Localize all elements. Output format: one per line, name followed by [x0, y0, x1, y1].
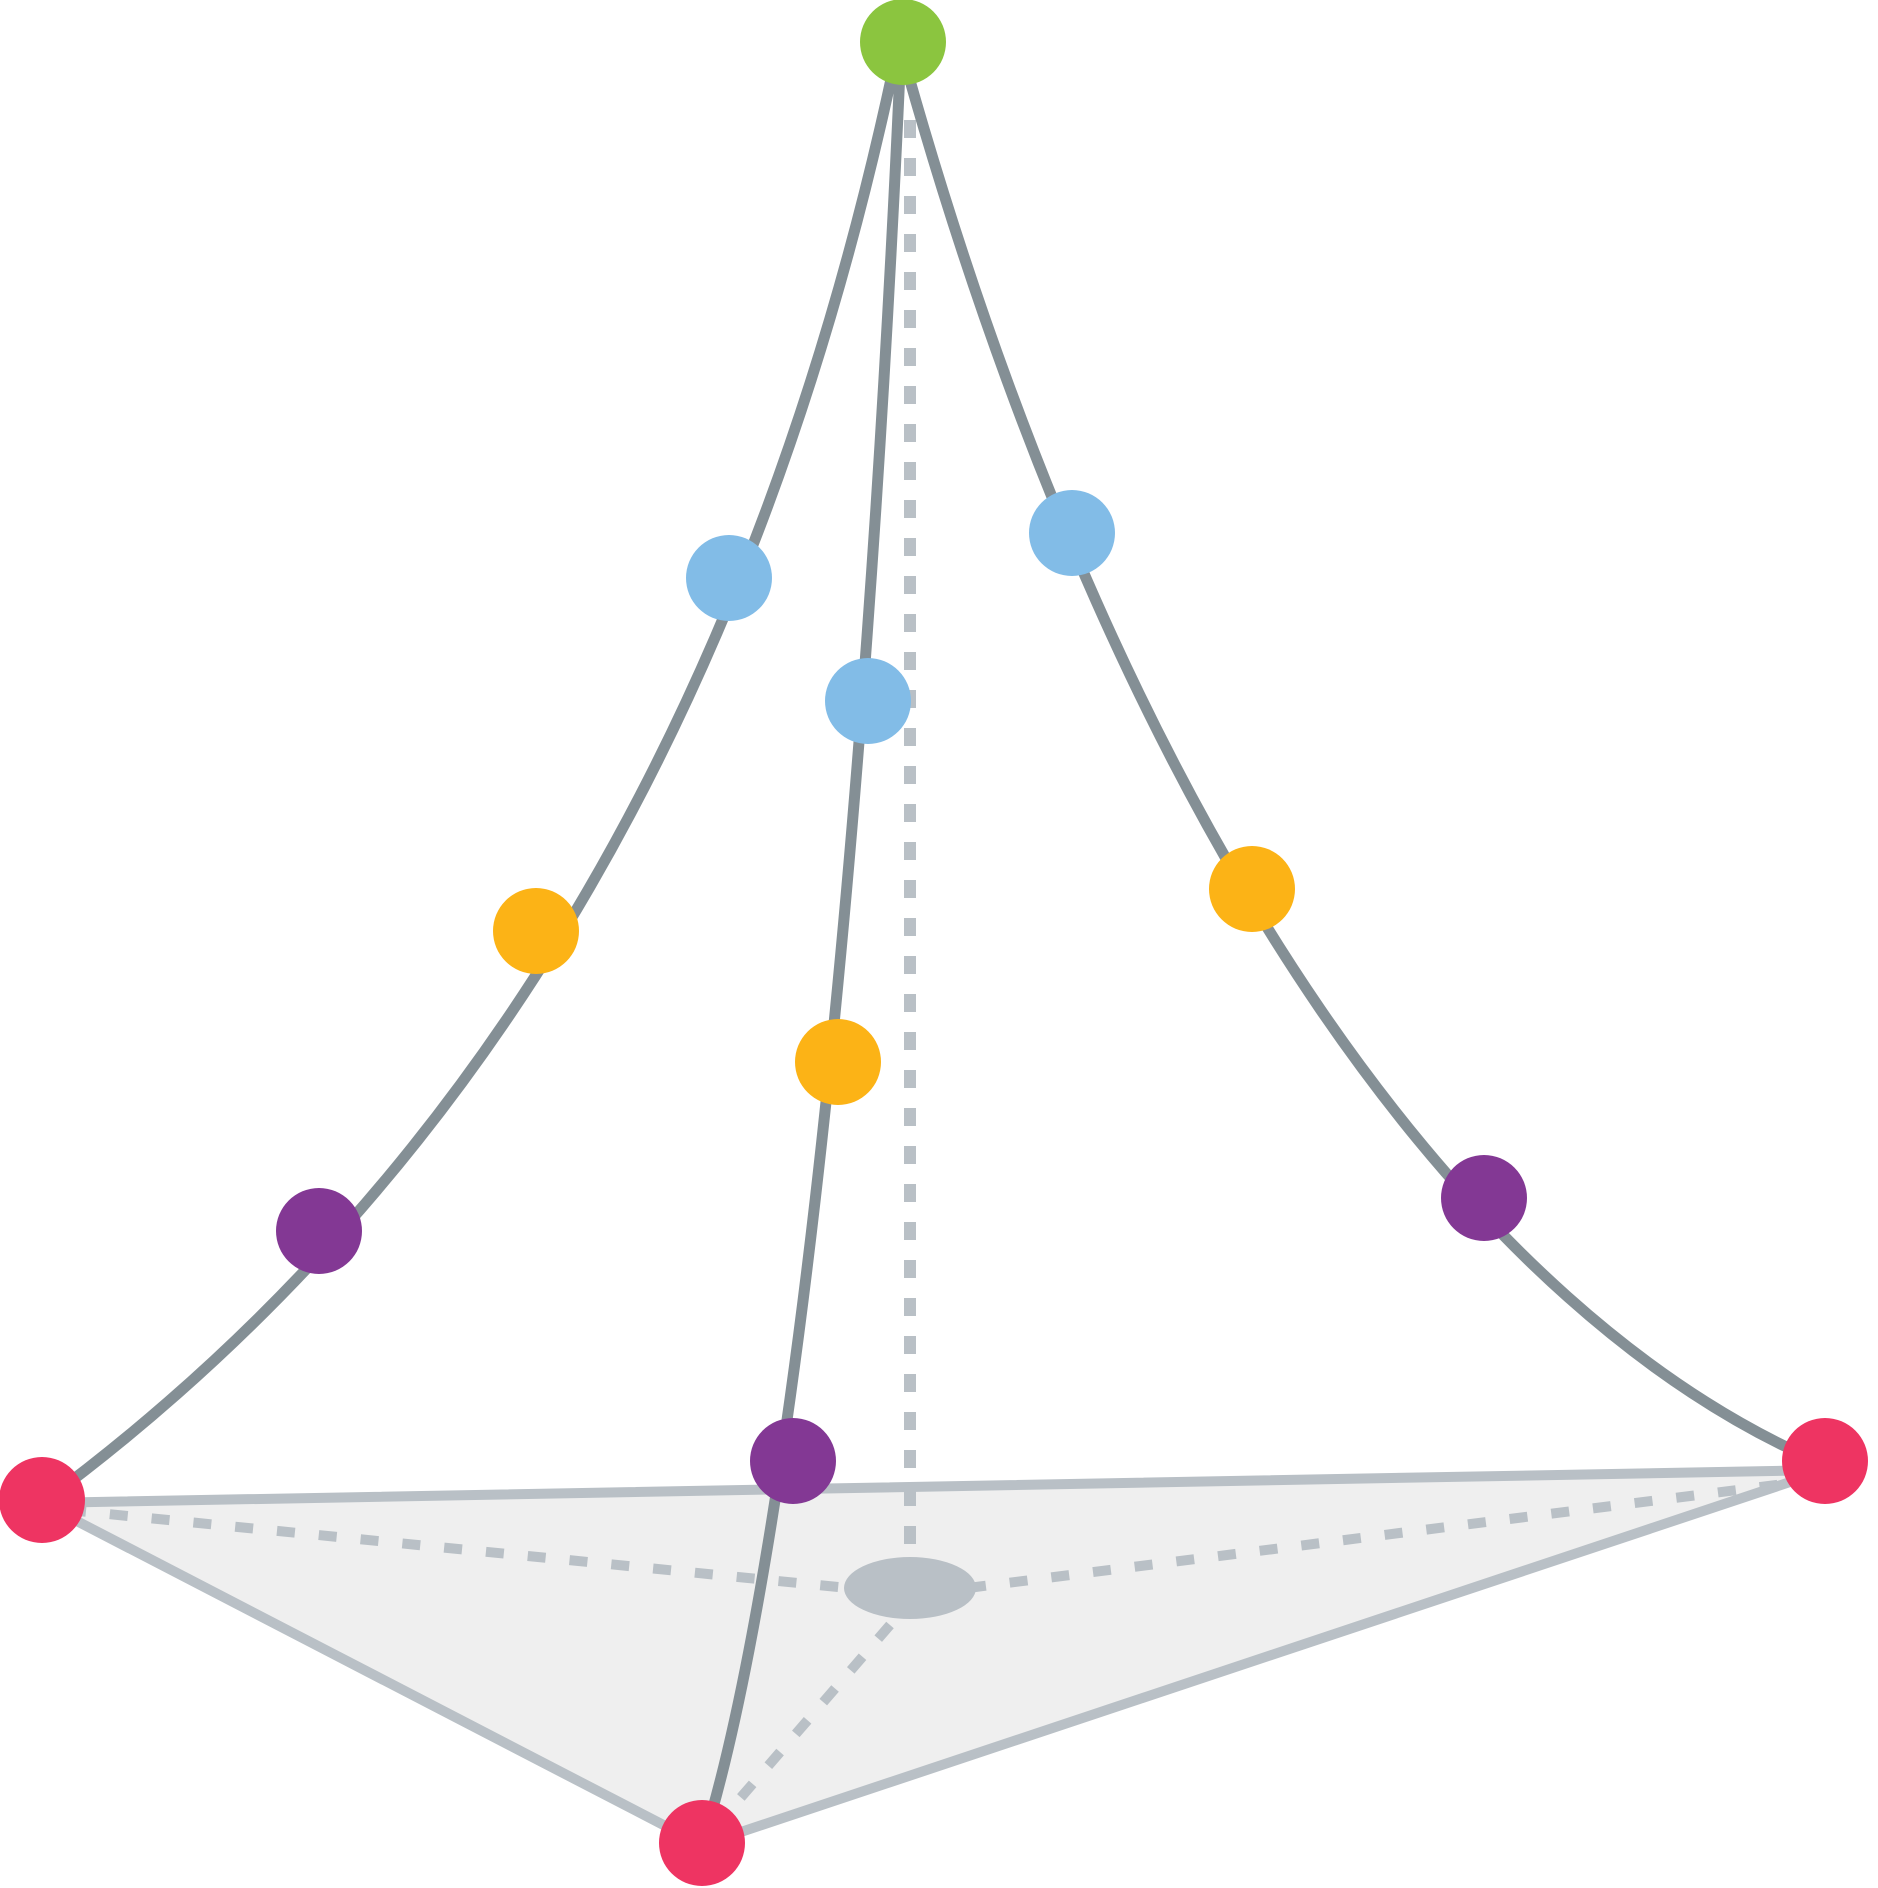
point-left-level-1: [686, 535, 772, 621]
base-edge-back: [37, 1465, 1831, 1508]
base-edge-right: [697, 1465, 1831, 1850]
apex-vertex: [860, 0, 946, 85]
point-left-level-3: [276, 1188, 362, 1274]
base-edge-left: [37, 1498, 707, 1850]
point-middle-level-1: [825, 658, 911, 744]
hidden-edge-left: [67, 1505, 849, 1593]
base-vertex-right: [1782, 1418, 1868, 1504]
base-vertex-left: [0, 1457, 85, 1543]
point-middle-level-2: [795, 1019, 881, 1105]
point-right-level-2: [1209, 846, 1295, 932]
base-face: [42, 1465, 1826, 1845]
lateral-edge-left: [36, 64, 899, 1509]
point-middle-level-3: [750, 1418, 836, 1504]
point-right-level-1: [1029, 490, 1115, 576]
base-centroid: [844, 1557, 976, 1619]
lateral-edge-middle: [696, 64, 906, 1851]
point-left-level-2: [493, 888, 579, 974]
lateral-edge-right: [901, 64, 1832, 1471]
hidden-edge-right: [967, 1477, 1801, 1593]
base-vertex-front: [659, 1800, 745, 1886]
point-right-level-3: [1441, 1155, 1527, 1241]
